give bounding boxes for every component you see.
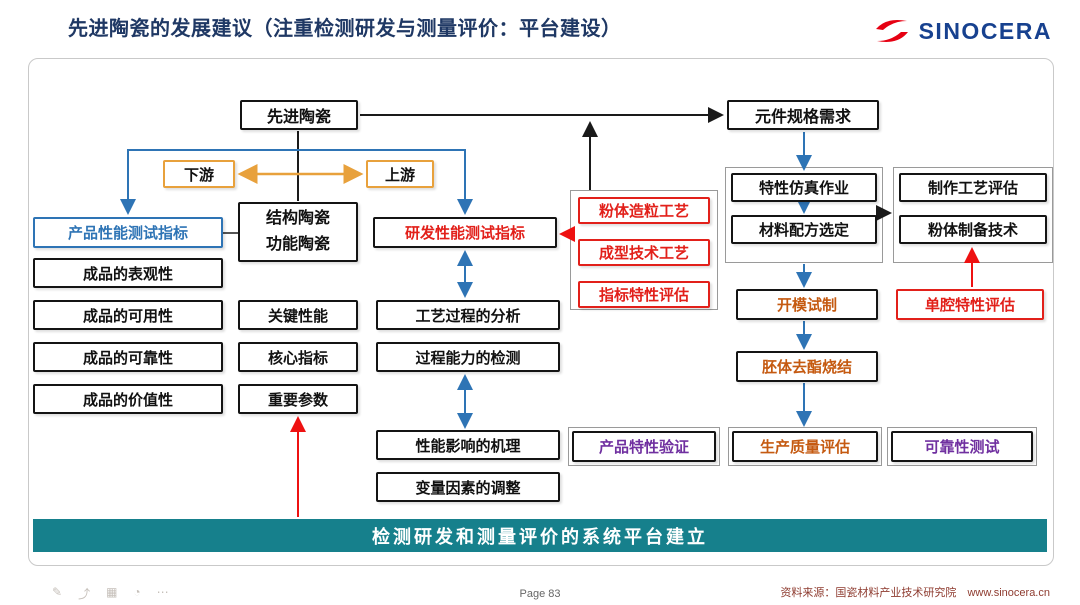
node-simulation: 特性仿真作业 (731, 173, 877, 202)
node-downstream: 下游 (163, 160, 235, 188)
node-debind-sinter: 胚体去酯烧结 (736, 351, 878, 382)
page-number: Page 83 (519, 588, 561, 600)
share-icon[interactable]: ⤴ (78, 587, 91, 601)
node-forming-tech: 成型技术工艺 (578, 239, 710, 266)
node-cavity-evaluation: 单腔特性评估 (896, 289, 1044, 320)
source-website: www.sinocera.cn (967, 587, 1050, 599)
sinocera-logo: SINOCERA (871, 16, 1052, 46)
node-quality-evaluation: 生产质量评估 (732, 431, 878, 462)
edit-icon[interactable]: ✎ (52, 585, 63, 599)
node-core-index: 核心指标 (238, 342, 358, 372)
node-finished-usability: 成品的可用性 (33, 300, 223, 330)
node-index-evaluation: 指标特性评估 (578, 281, 710, 308)
node-process-analysis: 工艺过程的分析 (376, 300, 560, 330)
node-finished-reliability: 成品的可靠性 (33, 342, 223, 372)
node-component-spec: 元件规格需求 (727, 100, 879, 130)
node-structural-ceramics: 结构陶瓷 (265, 210, 330, 228)
node-functional-ceramics: 功能陶瓷 (265, 236, 330, 253)
node-finished-value: 成品的价值性 (33, 384, 223, 414)
grid-icon[interactable]: ▦ (106, 585, 118, 599)
node-perf-mechanism: 性能影响的机理 (376, 430, 560, 460)
node-product-verify: 产品特性验证 (572, 431, 716, 462)
node-finished-appearance: 成品的表观性 (33, 258, 223, 288)
viewer-toolbar: ✎ ⤴ ▦ ◔ ⋯ (52, 585, 169, 602)
node-process-evaluation: 制作工艺评估 (899, 173, 1047, 202)
logo-text: SINOCERA (918, 17, 1052, 44)
timer-icon[interactable]: ◔ (133, 585, 141, 599)
platform-bar: 检测研发和测量评价的系统平台建立 (33, 519, 1047, 552)
source-note: 资料来源：国瓷材料产业技术研究院 www.sinocera.cn (772, 584, 1050, 600)
node-process-capability: 过程能力的检测 (376, 342, 560, 372)
node-reliability-test: 可靠性测试 (891, 431, 1033, 462)
node-mold-trial: 开模试制 (736, 289, 878, 320)
node-material-formula: 材料配方选定 (731, 215, 877, 244)
node-key-performance: 关键性能 (238, 300, 358, 330)
source-text: 资料来源：国瓷材料产业技术研究院 (780, 587, 957, 599)
more-icon[interactable]: ⋯ (156, 585, 169, 599)
node-upstream: 上游 (366, 160, 434, 188)
node-important-params: 重要参数 (238, 384, 358, 414)
node-product-perf-index: 产品性能测试指标 (33, 217, 223, 248)
node-powder-preparation: 粉体制备技术 (899, 215, 1047, 244)
node-powder-granulation: 粉体造粒工艺 (578, 197, 710, 224)
page-title: 先进陶瓷的发展建议（注重检测研发与测量评价：平台建设） (68, 18, 622, 40)
node-variable-adjust: 变量因素的调整 (376, 472, 560, 502)
node-advanced-ceramics: 先进陶瓷 (240, 100, 358, 130)
node-rd-perf-index: 研发性能测试指标 (373, 217, 557, 248)
sinocera-swoosh-icon (875, 20, 908, 42)
node-ceramic-types: 结构陶瓷 功能陶瓷 (238, 202, 358, 262)
